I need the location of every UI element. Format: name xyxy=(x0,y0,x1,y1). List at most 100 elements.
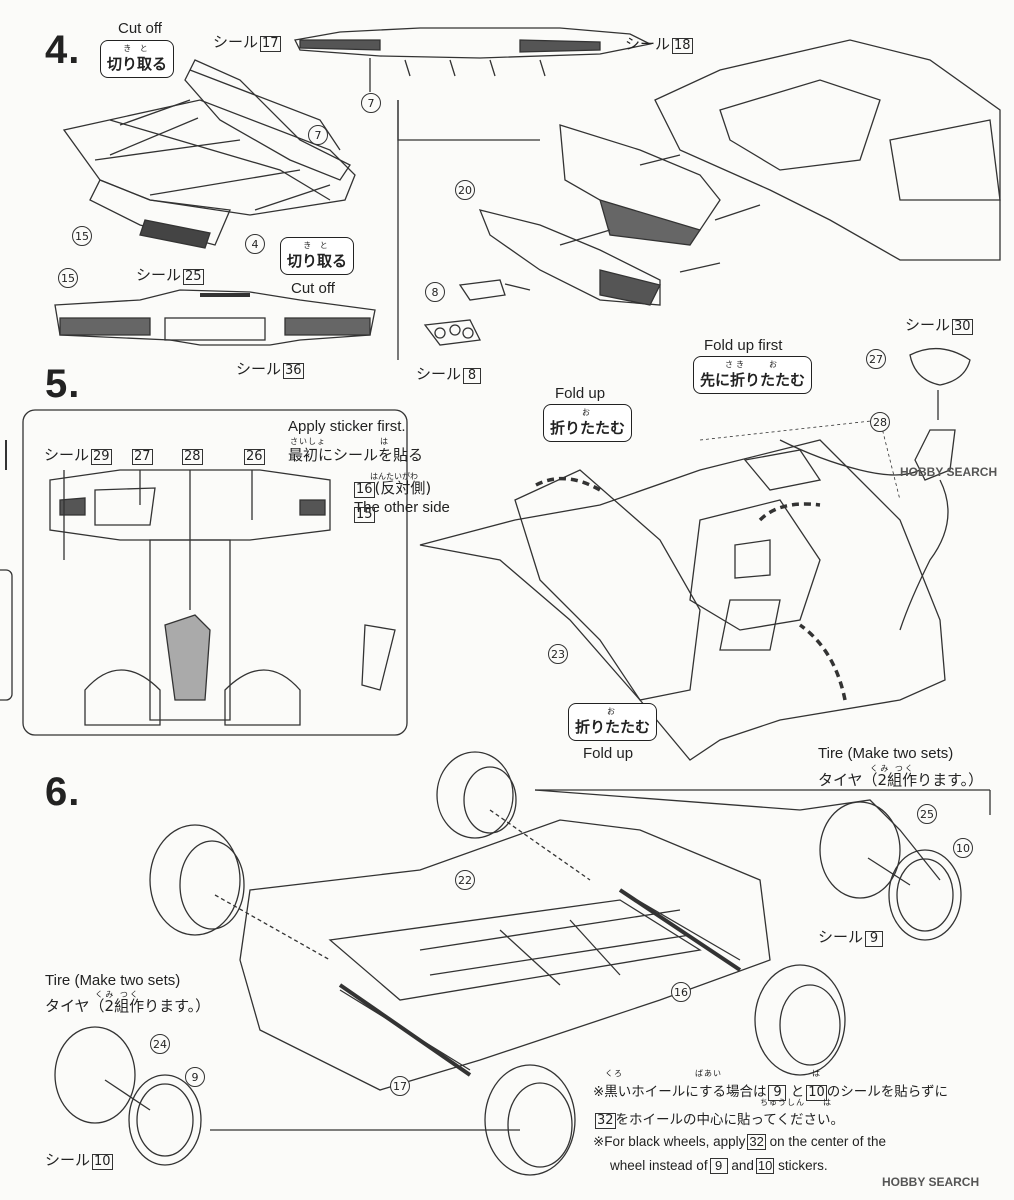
part-15-bumper: 15 xyxy=(72,226,92,246)
fold-up-en-2: Fold up xyxy=(583,745,634,762)
part-16-axle: 16 xyxy=(671,982,691,1002)
fold-up-first-jp: 先に折りたたむ xyxy=(700,371,806,389)
watermark-top: HOBBY SEARCH xyxy=(900,465,998,479)
fold-up-callout-2: お 折りたたむ xyxy=(568,703,658,741)
sticker-number-box: 10 xyxy=(755,1158,775,1174)
part-26-box-label: 26 xyxy=(242,448,265,465)
sticker-label-text: シール xyxy=(44,446,90,464)
sticker-number-box: 9 xyxy=(865,931,884,947)
part-7-mid: 7 xyxy=(308,125,328,145)
cut-off-label-jp-2: 切り取る xyxy=(287,252,348,270)
sticker-label-text: シール xyxy=(45,1151,91,1169)
sticker-number-box: 32 xyxy=(747,1134,766,1150)
cut-off-callout-2: き と 切り取る xyxy=(280,237,355,275)
sticker-label-text: シール xyxy=(213,33,259,51)
note-jp-ruby: くろ ばあい は xyxy=(605,1069,821,1078)
sticker-label-text: シール xyxy=(136,266,182,284)
sticker-label-text: シール xyxy=(818,928,864,946)
part-15-small: 15 xyxy=(58,268,78,288)
fold-up-jp-1: 折りたたむ xyxy=(550,419,626,437)
step-4-number: 4. xyxy=(45,28,81,72)
fold-up-first-en: Fold up first xyxy=(704,337,783,354)
note-jp-text: と xyxy=(790,1084,805,1100)
watermark-bottom: HOBBY SEARCH xyxy=(882,1175,980,1189)
part-27-box-label: 27 xyxy=(130,448,153,465)
tire-make-two-sets-jp-right: タイヤ（2組作ります。） xyxy=(818,771,984,789)
cut-off-label-jp-1: 切り取る xyxy=(107,55,168,73)
part-27-steering: 27 xyxy=(866,349,886,369)
note-en-text: on the center of the xyxy=(769,1134,886,1149)
sticker-number-box: 32 xyxy=(595,1113,616,1129)
sticker-number-box: 18 xyxy=(672,38,693,54)
tire-make-two-sets-en-right: Tire (Make two sets) xyxy=(818,745,954,762)
cut-off-ruby-2: き と xyxy=(303,241,331,250)
sticker-number-box: 29 xyxy=(91,449,112,465)
part-number-box: 27 xyxy=(132,449,153,465)
part-number-box: 15 xyxy=(354,507,375,523)
part-4: 4 xyxy=(245,234,265,254)
fold-up-ruby-2: お xyxy=(607,707,618,716)
step-5-number: 5. xyxy=(45,362,81,406)
cut-off-label-en-2: Cut off xyxy=(291,280,335,297)
fold-up-first-callout: さき お 先に折りたたむ xyxy=(693,356,813,394)
part-7-top: 7 xyxy=(361,93,381,113)
sticker-label-text: シール xyxy=(236,360,282,378)
sticker-number-box: 9 xyxy=(709,1158,728,1174)
part-20: 20 xyxy=(455,180,475,200)
fold-up-jp-2: 折りたたむ xyxy=(575,718,651,736)
sticker-number-box: 10 xyxy=(92,1154,113,1170)
part-25-tire: 25 xyxy=(917,804,937,824)
note-jp-text: ※黒いホイールにする場合は xyxy=(593,1084,767,1100)
note-en-text: ※For black wheels, apply xyxy=(593,1134,746,1149)
part-24-tire: 24 xyxy=(150,1034,170,1054)
note-en-text: wheel instead of xyxy=(610,1158,708,1173)
part-number-box: 26 xyxy=(244,449,265,465)
sticker-label-text: シール xyxy=(905,316,951,334)
apply-sticker-first-jp: 最初にシールを貼る xyxy=(288,446,424,464)
fold-up-ruby-1: お xyxy=(582,408,593,417)
sticker-number-box: 10 xyxy=(806,1085,827,1101)
note-en-text: stickers. xyxy=(778,1158,828,1173)
note-jp-text: のシールを貼らずに xyxy=(826,1084,949,1100)
fold-up-callout-1: お 折りたたむ xyxy=(543,404,633,442)
other-side-ruby: はんたいがわ xyxy=(370,472,418,481)
other-side-en: The other side xyxy=(354,499,450,516)
cut-off-label-en-1: Cut off xyxy=(118,20,162,37)
part-9-wheel: 9 xyxy=(185,1067,205,1087)
tire-make-two-sets-en-left: Tire (Make two sets) xyxy=(45,972,181,989)
part-number-box: 16 xyxy=(354,482,375,498)
step-6-number: 6. xyxy=(45,770,81,814)
part-22-chassis: 22 xyxy=(455,870,475,890)
apply-sticker-first-ruby: さいしょ は xyxy=(290,437,389,446)
tire-make-two-sets-jp-left: タイヤ（2組作ります。） xyxy=(45,997,211,1015)
part-number-box: 28 xyxy=(182,449,203,465)
part-28-box-label: 28 xyxy=(180,448,203,465)
part-17-axle: 17 xyxy=(390,1076,410,1096)
fold-up-first-ruby: さき お xyxy=(725,360,780,369)
other-side-jp: 16(反対側) xyxy=(352,481,431,498)
sticker-number-box: 8 xyxy=(463,368,482,384)
fold-up-en-1: Fold up xyxy=(555,385,606,402)
sticker-number-box: 17 xyxy=(260,36,281,52)
cut-off-ruby-1: き と xyxy=(123,44,151,53)
note-jp-text: をホイールの中心に貼ってください。 xyxy=(615,1112,844,1128)
part-15-box-label: 15 xyxy=(352,506,375,523)
note-jp-2-ruby: ちゅうしん は xyxy=(760,1098,832,1107)
part-23: 23 xyxy=(548,644,568,664)
tire-ruby-right: くみ つく xyxy=(870,764,915,773)
other-side-jp-text: (反対側) xyxy=(374,479,432,497)
part-10-wheel: 10 xyxy=(953,838,973,858)
part-8: 8 xyxy=(425,282,445,302)
part-28-column: 28 xyxy=(870,412,890,432)
